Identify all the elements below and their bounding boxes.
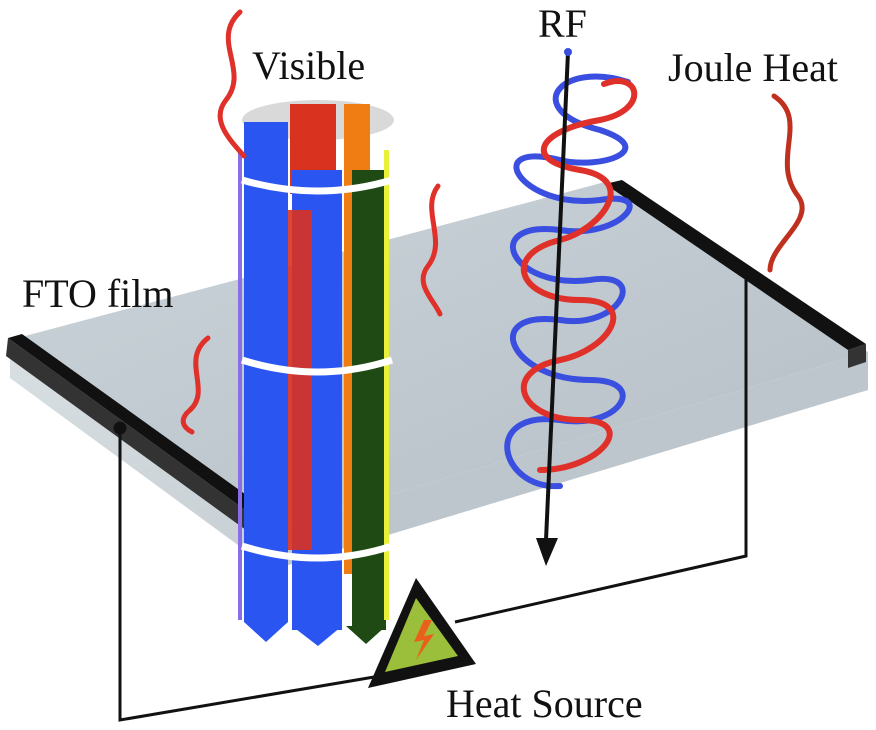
visible-label: Visible: [252, 43, 366, 88]
tip-blue-mid: [292, 626, 342, 646]
heat-wave-joule: [767, 93, 805, 273]
rf-wave: [504, 48, 638, 566]
electrodes: [6, 180, 866, 546]
stripe-yellow-edge: [384, 150, 389, 620]
heat-wave-visible: [217, 9, 247, 159]
cylinder-rings: [240, 176, 394, 562]
fto-film-side-face: [272, 352, 868, 570]
rf-label: RF: [538, 1, 587, 46]
left-wire: [118, 428, 381, 722]
lightning-bolt-icon: [414, 620, 434, 660]
stripe-purple-edge: [238, 150, 242, 620]
heat-source-label: Heat Source: [446, 681, 643, 726]
rf-arrow-origin: [564, 48, 572, 56]
right-electrode: [605, 180, 866, 350]
rf-arrow-head: [536, 538, 558, 566]
heat-waves: [180, 9, 805, 435]
rf-blue-helix: [504, 73, 633, 490]
fto-film-top-face: [10, 182, 868, 530]
right-electrode-side: [848, 344, 866, 368]
joule-heat-label: Joule Heat: [668, 45, 838, 90]
circuit-wires: [113, 268, 748, 722]
tip-blue-left: [244, 622, 288, 642]
right-wire: [454, 268, 748, 624]
heat-wave-left: [180, 335, 211, 435]
tip-green: [346, 626, 386, 644]
stripe-green: [352, 170, 386, 630]
spectrum-cylinder: [238, 100, 394, 646]
heat-wave-center: [420, 183, 443, 317]
rf-arrow-shaft: [544, 50, 570, 542]
heat-source-icon: [368, 578, 476, 688]
fto-film-label: FTO film: [22, 271, 174, 316]
left-junction: [113, 421, 127, 435]
fto-film-slab: [10, 182, 868, 570]
left-electrode-side: [6, 338, 270, 546]
stripe-red-mid: [288, 210, 312, 550]
left-electrode: [8, 334, 284, 528]
